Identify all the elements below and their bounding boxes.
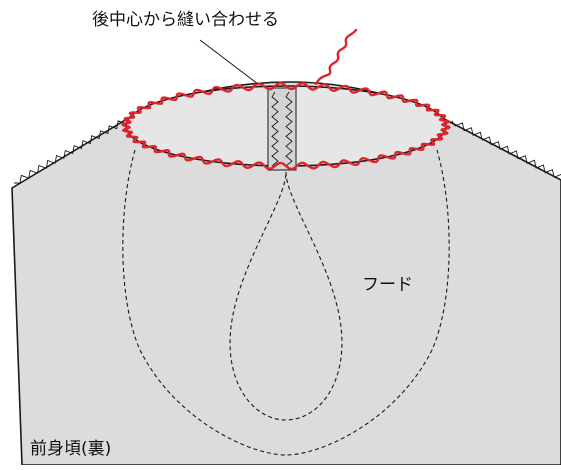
instruction-leader-line (199, 39, 259, 85)
center-back-seam-zigzag-left (271, 91, 279, 167)
center-back-seam (267, 87, 297, 171)
neckline-red-stitch (121, 81, 451, 171)
center-back-seam-zigzag-right (285, 91, 293, 167)
left-shoulder-overlock-seam (13, 120, 126, 184)
hood-inner-dashed-outline (229, 171, 343, 421)
thread-tail (314, 28, 358, 86)
instruction-label: 後中心から縫い合わせる (92, 10, 279, 30)
right-shoulder-overlock-seam (451, 120, 561, 178)
front-body-label: 前身頃(裏) (30, 438, 111, 459)
hood-label: フード (362, 275, 413, 295)
